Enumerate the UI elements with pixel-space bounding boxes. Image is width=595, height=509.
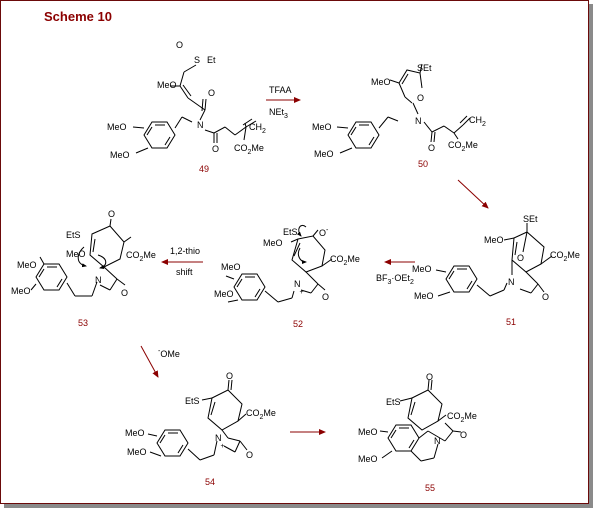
c49-meo-ar1: MeO [107, 122, 127, 132]
compound-label-50: 50 [418, 159, 428, 169]
c51-o-bridge: O [517, 253, 524, 263]
c50-n: N [415, 116, 422, 126]
c50-o-amide: O [428, 143, 435, 153]
c49-ch2: CH2 [249, 122, 266, 135]
c51-meo-ar2: MeO [414, 291, 434, 301]
c51-n: N [508, 277, 515, 287]
c54-o-lactam: O [246, 450, 253, 460]
compound-50: SEt MeO O N O MeO MeO CH2 CO2Me 50 [312, 63, 486, 169]
reagent-thio-shift-2: shift [176, 267, 193, 277]
c49-et: Et [207, 55, 216, 65]
c49-meo-top: MeO [157, 80, 177, 90]
compound-label-49: 49 [199, 164, 209, 174]
c54-meo-ar2: MeO [127, 447, 147, 457]
c49-meo-ar2: MeO [110, 150, 130, 160]
c55-ets: EtS [386, 397, 401, 407]
c52-meo-ar1: MeO [221, 262, 241, 272]
c50-meo-ar1: MeO [312, 122, 332, 132]
compound-54: O EtS CO2Me N+ O MeO MeO 54 [125, 371, 276, 487]
arrow-53-to-54 [140, 345, 159, 378]
c54-meo-ar1: MeO [125, 428, 145, 438]
c49-s-oxide: O [176, 40, 183, 50]
c54-n: N+ [215, 433, 225, 450]
c53-meo: MeO [66, 249, 86, 259]
c51-meo: MeO [484, 235, 504, 245]
c53-co2me: CO2Me [126, 250, 156, 263]
c55-co2me: CO2Me [447, 411, 477, 424]
c50-set: SEt [417, 63, 432, 73]
c52-meo-ar2: MeO [214, 289, 234, 299]
c51-set: SEt [523, 214, 538, 224]
reagent-methoxide: -OMe [158, 348, 180, 359]
c54-o-ketone: O [226, 371, 233, 381]
c50-o-ring: O [417, 93, 424, 103]
c50-ch2: CH2 [469, 115, 486, 128]
c52-n: N+ [294, 279, 304, 296]
compound-label-52: 52 [293, 319, 303, 329]
c55-n: N [434, 436, 441, 446]
c53-meo-ar2: MeO [11, 286, 31, 296]
reagent-net3: NEt3 [269, 107, 288, 120]
c55-meo-ar2: MeO [358, 454, 378, 464]
compound-52: EtS O- MeO CO2Me N+ O MeO MeO 52 [214, 224, 360, 329]
compound-label-53: 53 [78, 318, 88, 328]
c49-co2me: CO2Me [234, 143, 264, 156]
c52-o-lactam: O [322, 292, 329, 302]
scheme-title: Scheme 10 [44, 9, 112, 24]
c52-meo: MeO [263, 238, 283, 248]
c49-o-amide1: O [208, 88, 215, 98]
c53-n: N [95, 275, 102, 285]
c50-meo: MeO [371, 77, 391, 87]
reagent-bf3-oet2: BF3·OEt2 [376, 273, 414, 286]
c53-ets: EtS [66, 230, 81, 240]
c49-n: N [197, 120, 204, 130]
c55-meo-ar1: MeO [358, 427, 378, 437]
c50-meo-ar2: MeO [314, 149, 334, 159]
c52-co2me: CO2Me [330, 254, 360, 267]
c52-ets: EtS [283, 227, 298, 237]
c52-o-minus: O- [319, 227, 329, 238]
c53-meo-ar1: MeO [17, 260, 37, 270]
compound-51: SEt MeO CO2Me O N O MeO MeO 51 [412, 214, 580, 327]
arrow-50-to-51 [457, 179, 489, 209]
c53-o-lactam: O [121, 288, 128, 298]
c51-o-lactam: O [542, 292, 549, 302]
c49-s: S [194, 55, 200, 65]
compound-label-55: 55 [425, 483, 435, 493]
c53-o-ketone: O [108, 209, 115, 219]
c55-o-ketone: O [426, 372, 433, 382]
c51-meo-ar1: MeO [412, 264, 432, 274]
reagent-thio-shift-1: 1,2-thio [170, 246, 200, 256]
compound-49: O S Et MeO N O O MeO MeO CH2 CO2Me 49 [107, 40, 266, 174]
c49-o-amide2: O [212, 144, 219, 154]
c55-o-lactam: O [460, 430, 467, 440]
reagent-tfaa: TFAA [269, 85, 292, 95]
c54-co2me: CO2Me [246, 408, 276, 421]
compound-55: O EtS CO2Me N O MeO MeO 55 [358, 372, 477, 493]
compound-label-51: 51 [506, 317, 516, 327]
c54-ets: EtS [185, 396, 200, 406]
compound-53: EtS MeO O CO2Me N O MeO MeO 53 [11, 209, 156, 328]
compound-label-54: 54 [205, 477, 215, 487]
c51-co2me: CO2Me [550, 250, 580, 263]
c50-co2me: CO2Me [448, 140, 478, 153]
